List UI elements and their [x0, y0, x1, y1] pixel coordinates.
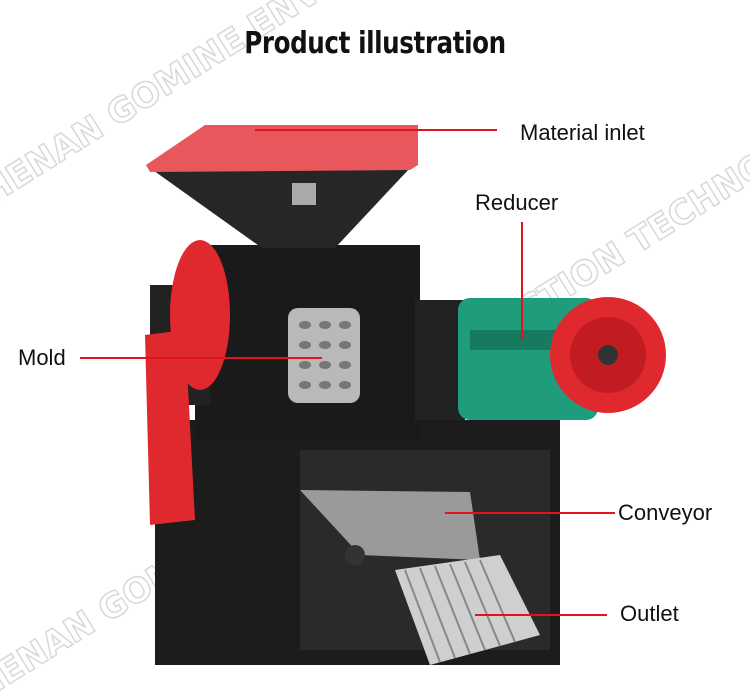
label-mold: Mold: [18, 345, 66, 370]
label-material-inlet: Material inlet: [520, 120, 645, 145]
page-title: Product illustration: [244, 26, 506, 61]
label-conveyor: Conveyor: [618, 500, 713, 525]
conveyor: [300, 490, 480, 560]
material-inlet: [146, 125, 418, 172]
label-reducer: Reducer: [475, 190, 559, 215]
hopper: [150, 168, 410, 248]
mold-roller: [288, 308, 360, 403]
label-outlet: Outlet: [620, 601, 679, 626]
side-cover: [145, 330, 195, 525]
